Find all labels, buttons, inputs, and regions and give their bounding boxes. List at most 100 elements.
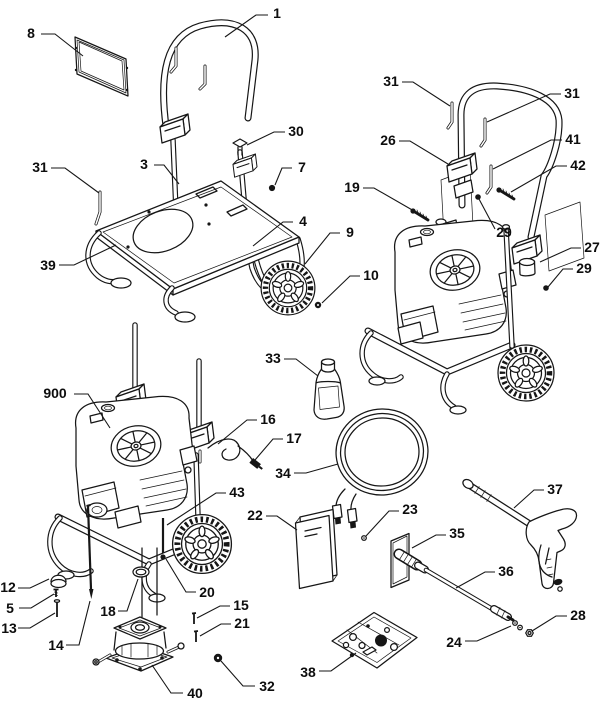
leader-line-9-7 [304,232,340,265]
leader-line-42-14 [510,165,567,193]
leader-line-17-21 [254,438,283,461]
callout-label-31-5: 31 [32,159,48,175]
leader-line-43-24 [166,492,226,526]
leader-line-33-22 [284,358,319,377]
leader-line-4-6 [252,221,293,247]
oil-bottle-33 [313,358,345,420]
callout-label-40-41: 40 [187,685,203,701]
leader-line-3-3 [154,164,180,185]
callout-label-1-0: 1 [273,5,281,21]
leader-line-10-9 [321,275,360,304]
spray-gun-37 [462,478,578,592]
callout-label-12-30: 12 [0,579,16,595]
o-ring-18 [132,566,150,578]
callout-label-4-6: 4 [299,213,307,229]
manual-22 [294,508,338,590]
leader-line-20-35 [165,558,196,593]
clamp-27-sleeve [518,257,536,277]
callout-label-15-36: 15 [233,597,249,613]
leader-line-8-1 [41,33,84,57]
cap-12 [50,574,67,589]
leader-line-21-37 [199,623,231,637]
leader-line-38-40 [319,652,357,672]
screw-42 [496,187,516,201]
leader-line-28-38 [531,615,567,632]
callout-label-34-23: 34 [275,465,291,481]
leader-line-31-11 [486,93,561,123]
callout-label-23-26: 23 [402,501,418,517]
leader-line-15-36 [196,605,230,619]
callout-label-43-24: 43 [229,484,245,500]
leader-line-23-26 [365,510,399,537]
leader-line-24-39 [465,625,512,642]
screw-5 [53,588,59,597]
handle-panel [74,36,129,97]
callout-label-18-34: 18 [100,603,116,619]
callout-label-8-1: 8 [27,25,35,41]
callout-label-5-31: 5 [6,600,14,616]
engine-900-lower-details [86,502,142,529]
handlebar [160,19,259,137]
leader-line-5-31 [19,593,55,609]
callout-label-39-8: 39 [40,257,56,273]
leader-line-29-16 [478,198,496,230]
callout-label-28-38: 28 [570,607,586,623]
engine-cart-900-view [47,322,263,672]
engine-b-base-detail [397,321,424,345]
callout-label-24-39: 24 [446,634,462,650]
callout-label-22-25: 22 [247,507,263,523]
wheel-b [498,345,554,401]
callout-label-27-17: 27 [584,239,600,255]
cable-connector-17 [249,458,263,470]
handlebar-b [453,82,563,241]
axle-bolt-10 [314,301,322,309]
callout-label-38-40: 38 [300,664,316,680]
callout-label-42-14: 42 [570,157,586,173]
pin-13 [53,599,61,617]
nut-29-lower [543,285,549,291]
engine-900 [74,395,198,520]
callout-label-21-37: 21 [234,615,250,631]
wand-36 [423,567,515,622]
callout-label-35-28: 35 [449,525,465,541]
pins-15-21 [191,612,199,642]
leader-line-16-20 [217,419,257,445]
leader-line-31-10 [402,81,451,107]
callout-label-32-42: 32 [259,678,275,694]
nut-32 [213,653,223,663]
leader-line-26-12 [399,140,449,165]
callout-label-29-18: 29 [576,260,592,276]
leader-line-27-17 [539,247,581,263]
clamp-26 [446,152,478,183]
leader-line-1-0 [224,14,268,38]
callout-label-29-16: 29 [496,224,512,240]
nut-29-upper [475,194,481,200]
leader-line-19-15 [363,187,415,212]
callout-label-13-32: 13 [1,620,17,636]
handle-rods [132,322,202,433]
callout-label-20-35: 20 [199,584,215,600]
callout-label-36-29: 36 [498,563,514,579]
callout-label-30-2: 30 [288,123,304,139]
nut-28 [525,629,534,637]
leader-line-32-42 [220,660,255,687]
frame-post-b [501,224,515,349]
bolt-43-20 [160,518,166,560]
callout-label-33-22: 33 [265,350,281,366]
leader-line-14-33 [66,600,91,646]
callout-label-19-15: 19 [344,179,360,195]
cart-frame-view [74,19,322,323]
leader-line-35-28 [411,534,446,549]
callout-label-31-11: 31 [564,85,580,101]
pressure-hose-34 [331,408,429,529]
quick-coupler-35 [390,532,429,589]
leader-line-12-30 [18,578,50,589]
leader-line-30-2 [246,131,285,146]
leader-line-29-18 [547,268,573,288]
callout-label-14-33: 14 [48,637,64,653]
leader-line-36-29 [455,571,495,589]
leader-line-22-25 [266,515,298,531]
leader-line-34-23 [294,463,339,474]
